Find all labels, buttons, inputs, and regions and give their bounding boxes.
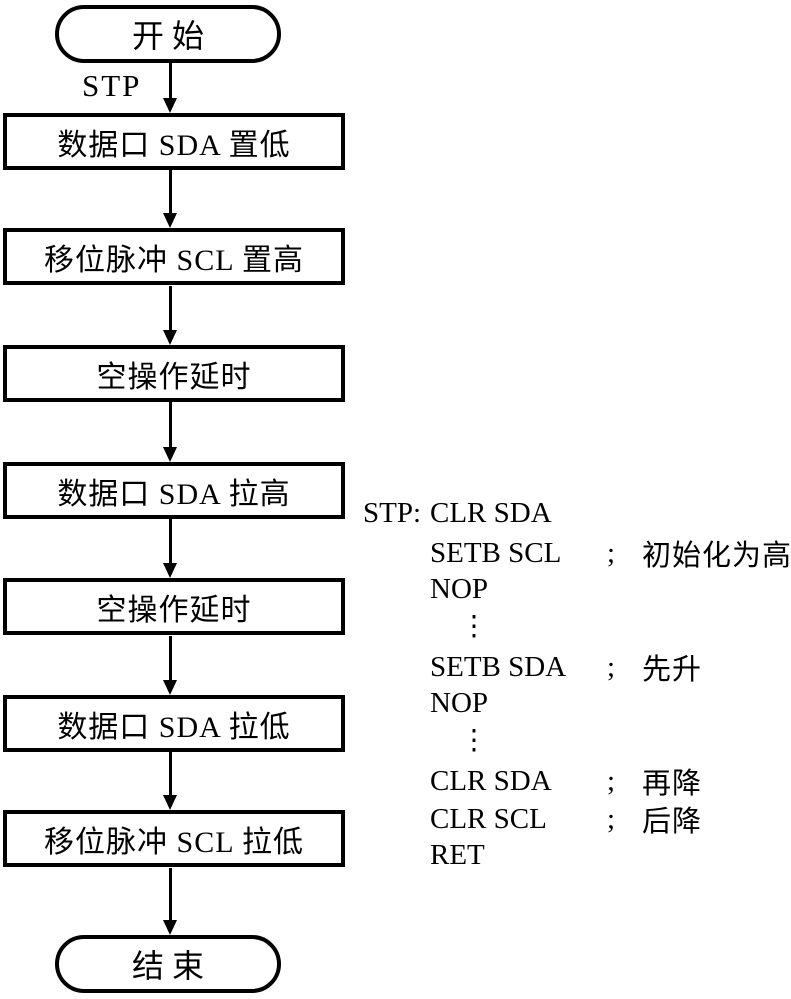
step-label: 空操作延时 xyxy=(96,593,252,627)
start-terminator: 开始 xyxy=(55,5,281,63)
flow-arrow-4 xyxy=(163,402,177,462)
code-line-ellipsis: ⋮ xyxy=(363,722,791,760)
start-label: 开始 xyxy=(131,18,212,54)
flow-arrow-3 xyxy=(163,286,177,345)
step-label: 移位脉冲 SCL 拉低 xyxy=(44,825,304,859)
assembly-listing: STP: CLR SDA SETB SCL ; 初始化为高 NOP ⋮ SETB… xyxy=(363,494,791,874)
code-instruction: SETB SDA xyxy=(430,650,567,683)
code-line: CLR SDA ; 再降 xyxy=(363,760,791,801)
step-box-nop-delay-2: 空操作延时 xyxy=(3,578,345,635)
step-label: 数据口 SDA 置低 xyxy=(57,128,291,162)
vertical-ellipsis: ⋮ xyxy=(460,725,488,756)
code-comment: 后降 xyxy=(642,806,703,838)
code-line: NOP xyxy=(363,570,791,608)
code-line: NOP xyxy=(363,684,791,722)
flow-arrow-2 xyxy=(163,170,177,228)
step-box-sda-pull-low: 数据口 SDA 拉低 xyxy=(3,695,345,752)
step-label: 空操作延时 xyxy=(96,360,252,394)
end-label: 结束 xyxy=(131,948,212,984)
code-line: SETB SCL ; 初始化为高 xyxy=(363,532,791,573)
step-box-sda-set-low: 数据口 SDA 置低 xyxy=(3,113,345,170)
code-instruction: SETB SCL xyxy=(430,536,562,569)
code-instruction: CLR SDA xyxy=(430,496,552,529)
flow-arrow-1 xyxy=(163,62,177,113)
code-line: SETB SDA ; 先升 xyxy=(363,646,791,687)
code-comment: 先升 xyxy=(642,654,703,686)
code-instruction: CLR SDA xyxy=(430,764,552,797)
stp-branch-label: STP xyxy=(82,68,142,103)
code-instruction: NOP xyxy=(430,572,489,605)
vertical-ellipsis: ⋮ xyxy=(460,611,488,642)
code-semicolon: ; xyxy=(607,764,616,797)
code-semicolon: ; xyxy=(607,536,616,569)
flow-arrow-5 xyxy=(163,519,177,578)
step-box-nop-delay-1: 空操作延时 xyxy=(3,345,345,402)
code-instruction: RET xyxy=(430,838,485,871)
step-box-sda-pull-high: 数据口 SDA 拉高 xyxy=(3,462,345,519)
step-label: 数据口 SDA 拉高 xyxy=(57,477,291,511)
code-comment: 再降 xyxy=(642,768,703,800)
flow-arrow-7 xyxy=(163,752,177,810)
code-label: STP: xyxy=(363,496,422,529)
code-line: CLR SCL ; 后降 xyxy=(363,798,791,839)
step-label: 移位脉冲 SCL 置高 xyxy=(44,243,304,277)
code-instruction: NOP xyxy=(430,686,489,719)
step-box-scl-set-high: 移位脉冲 SCL 置高 xyxy=(3,228,345,285)
end-terminator: 结束 xyxy=(55,935,281,993)
flow-arrow-8 xyxy=(163,868,177,935)
step-box-scl-pull-low: 移位脉冲 SCL 拉低 xyxy=(3,810,345,867)
code-line: STP: CLR SDA xyxy=(363,494,791,532)
code-semicolon: ; xyxy=(607,650,616,683)
code-instruction: CLR SCL xyxy=(430,802,547,835)
code-line-ellipsis: ⋮ xyxy=(363,608,791,646)
code-comment: 初始化为高 xyxy=(642,540,791,572)
code-line: RET xyxy=(363,836,791,874)
code-semicolon: ; xyxy=(607,802,616,835)
flow-arrow-6 xyxy=(163,636,177,695)
step-label: 数据口 SDA 拉低 xyxy=(57,710,291,744)
